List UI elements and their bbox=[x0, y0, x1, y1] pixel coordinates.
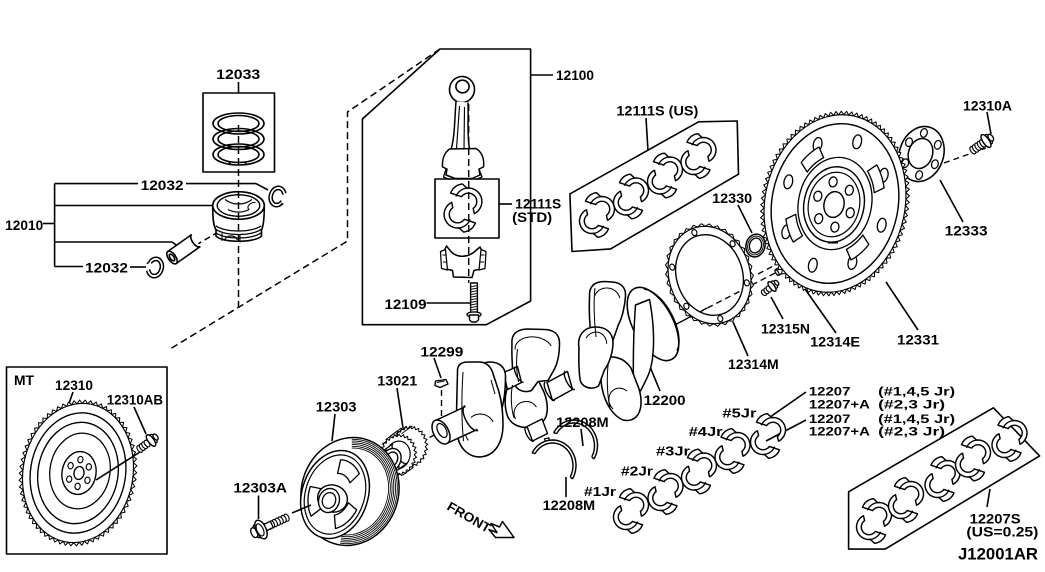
svg-text:12310A: 12310A bbox=[963, 99, 1012, 114]
svg-text:12111S (US): 12111S (US) bbox=[616, 104, 698, 119]
svg-text:12111S: 12111S bbox=[515, 197, 561, 212]
svg-text:12032: 12032 bbox=[141, 178, 184, 193]
svg-text:#3Jr: #3Jr bbox=[656, 445, 690, 459]
svg-text:(#2,3 Jr): (#2,3 Jr) bbox=[878, 400, 945, 412]
svg-text:12207: 12207 bbox=[809, 414, 851, 426]
svg-text:12314M: 12314M bbox=[728, 357, 779, 372]
svg-text:12299: 12299 bbox=[420, 345, 463, 360]
svg-text:12310: 12310 bbox=[55, 378, 93, 393]
svg-text:12333: 12333 bbox=[945, 224, 989, 239]
svg-text:12207+A: 12207+A bbox=[809, 427, 870, 439]
svg-text:12032: 12032 bbox=[85, 261, 128, 276]
svg-text:J12001AR: J12001AR bbox=[958, 546, 1038, 564]
svg-text:12109: 12109 bbox=[385, 297, 427, 312]
svg-text:(#2,3 Jr): (#2,3 Jr) bbox=[878, 427, 945, 439]
svg-text:12303A: 12303A bbox=[233, 481, 287, 496]
svg-text:#1Jr: #1Jr bbox=[584, 485, 616, 499]
svg-text:12207S: 12207S bbox=[970, 512, 1021, 527]
svg-text:12208M: 12208M bbox=[556, 415, 609, 430]
svg-text:12314E: 12314E bbox=[810, 335, 860, 350]
svg-text:#4Jr: #4Jr bbox=[689, 425, 723, 439]
svg-text:12330: 12330 bbox=[712, 191, 752, 206]
svg-text:(STD): (STD) bbox=[512, 210, 552, 225]
svg-text:12208M: 12208M bbox=[543, 498, 596, 513]
svg-text:12207+A: 12207+A bbox=[809, 400, 870, 412]
svg-text:(#1,4,5 Jr): (#1,4,5 Jr) bbox=[878, 414, 955, 426]
svg-text:12200: 12200 bbox=[644, 393, 686, 408]
svg-text:(#1,4,5 Jr): (#1,4,5 Jr) bbox=[878, 387, 955, 399]
svg-text:12310AB: 12310AB bbox=[107, 393, 164, 408]
svg-text:12303: 12303 bbox=[316, 400, 357, 415]
svg-text:12010: 12010 bbox=[5, 218, 43, 233]
svg-text:#2Jr: #2Jr bbox=[621, 465, 653, 479]
svg-text:12331: 12331 bbox=[897, 333, 940, 348]
svg-text:12100: 12100 bbox=[556, 68, 594, 83]
svg-text:12207: 12207 bbox=[809, 387, 851, 399]
svg-text:12315N: 12315N bbox=[761, 322, 810, 337]
svg-text:12033: 12033 bbox=[216, 67, 261, 82]
svg-text:13021: 13021 bbox=[377, 374, 418, 389]
svg-text:#5Jr: #5Jr bbox=[722, 407, 756, 421]
svg-text:(US=0.25): (US=0.25) bbox=[966, 525, 1038, 540]
svg-text:MT: MT bbox=[14, 372, 34, 388]
